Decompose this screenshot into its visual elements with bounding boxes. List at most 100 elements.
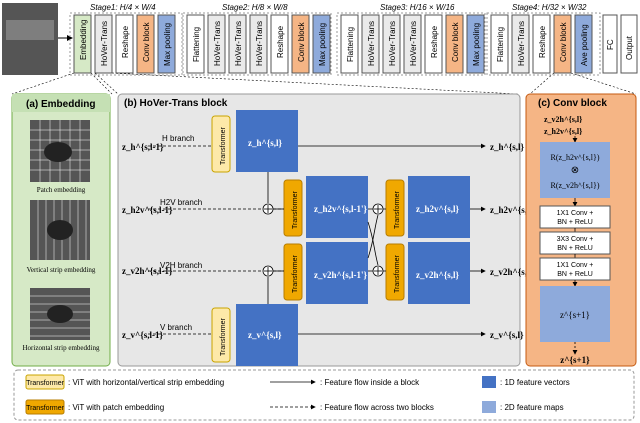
transformer-v2h <box>283 243 303 301</box>
horizontal-strip-image <box>30 288 90 340</box>
maxpool-label: Max pooling <box>318 23 327 66</box>
transformer-h2v-label: Transformer <box>292 190 299 229</box>
conv-panel-title: (c) Conv block <box>538 98 607 109</box>
legend-light-swatch <box>482 401 496 413</box>
conv-layer-label: BN + ReLU <box>557 219 593 226</box>
branch-v: V branch <box>160 323 192 332</box>
patch-embedding-image <box>30 120 90 182</box>
legend-dark-desc: : 1D feature vectors <box>500 378 570 387</box>
feature-z-v2h-label: z_v2h^{s,l} <box>416 270 460 280</box>
conv-r-bottom: R(z_v2h^{s,l}) <box>551 181 600 190</box>
reshape-label: Reshape <box>430 25 439 58</box>
stage2-label: Stage2: H/8 × W/8 <box>222 3 288 12</box>
stage2-blocks: Flattening HoVer-Trans HoVer-Trans HoVer… <box>186 14 331 74</box>
feature-z-h2v-label: z_h2v^{s,l} <box>416 204 460 214</box>
hovertrans-block-label: HoVer-Trans <box>100 21 109 66</box>
embedding-block-label: Embedding <box>79 20 88 60</box>
conv-label: Conv block <box>559 21 568 62</box>
fc-label: FC <box>606 39 615 50</box>
hovertrans-label: HoVer-Trans <box>388 21 397 66</box>
fc-block <box>602 14 618 74</box>
maxpool-block-label: Max pooling <box>163 23 172 66</box>
conv-layer-label: 1X1 Conv + <box>557 262 594 269</box>
embedding-block <box>73 14 92 74</box>
transformer-h-label: Transformer <box>220 126 227 165</box>
stage1-box <box>69 12 183 76</box>
feature-z-v2h-mid-label: z_v2h^{s,l-1'} <box>314 270 368 280</box>
output-z-h: z_h^{s,l} <box>490 142 525 152</box>
stage4-blocks: Flattening HoVer-Trans Reshape Conv bloc… <box>490 14 593 74</box>
legend-dark-swatch <box>482 376 496 388</box>
legend-transformer-strip-desc: : ViT with horizontal/vertical strip emb… <box>68 378 224 387</box>
maxpool-label: Max pooling <box>472 23 481 66</box>
output-z-h2v: z_h2v^{s,l} <box>490 205 534 215</box>
legend-box <box>13 369 635 421</box>
avepool-label: Ave pooling <box>580 24 589 66</box>
reshape-block <box>115 14 134 74</box>
transformer-h2v-2-label: Transformer <box>394 190 401 229</box>
stage4-label: Stage4: H/32 × W/32 <box>512 3 587 12</box>
flattening-label: Flattening <box>192 27 201 62</box>
conv-block-label: Conv block <box>142 21 151 62</box>
transformer-h <box>211 115 231 173</box>
branch-v2h: V2H branch <box>160 261 202 270</box>
transformer-v <box>211 307 231 363</box>
transformer-v-label: Transformer <box>220 317 227 356</box>
input-z-v2h: z_v2h^{s,l-1} <box>122 266 173 276</box>
branch-h: H branch <box>162 134 194 143</box>
transformer-h2v <box>283 179 303 237</box>
conv-label: Conv block <box>451 21 460 62</box>
stage1-label: Stage1: H/4 × W/4 <box>90 3 156 12</box>
conv-block <box>136 14 155 74</box>
hovertrans-label: HoVer-Trans <box>255 21 264 66</box>
transformer-v2h-2-label: Transformer <box>394 254 401 293</box>
branch-h2v: H2V branch <box>160 198 202 207</box>
stage3-blocks: Flattening HoVer-Trans HoVer-Trans HoVer… <box>340 14 485 74</box>
maxpool-block <box>157 14 176 74</box>
feature-z-v2h <box>408 242 470 304</box>
conv-r-top: R(z_h2v^{s,l}) <box>551 153 600 162</box>
hovertrans-label: HoVer-Trans <box>213 21 222 66</box>
feature-z-v <box>236 304 298 366</box>
hovertrans-panel-title: (b) HoVer-Trans block <box>124 98 228 109</box>
feature-z-h2v-mid-label: z_h2v^{s,l-1'} <box>314 204 368 214</box>
conv-input-v2h: z_v2h^{s,l} <box>544 115 582 124</box>
reshape-label: Reshape <box>276 25 285 58</box>
vertical-strip-caption: Vertical strip embedding <box>27 266 96 274</box>
hovertrans-label: HoVer-Trans <box>234 21 243 66</box>
transformer-v2h-label: Transformer <box>292 254 299 293</box>
feature-z-v-label: z_v^{s,l} <box>248 330 282 340</box>
vertical-strip-image <box>30 200 90 260</box>
conv-layer-label: 3X3 Conv + <box>557 236 594 243</box>
legend-transformer-patch-desc: : ViT with patch embedding <box>68 403 164 412</box>
stage4-box <box>486 12 601 76</box>
conv-reshape-feature <box>540 142 610 198</box>
hovertrans-block <box>94 14 113 74</box>
conv-input-h2v: z_h2v^{s,l} <box>544 127 582 136</box>
stage2-box <box>182 12 332 76</box>
feature-z-h <box>236 110 298 172</box>
input-z-h: z_h^{s,l-1} <box>122 142 164 152</box>
hovertrans-label: HoVer-Trans <box>367 21 376 66</box>
legend-dashed-desc: : Feature flow across two blocks <box>320 403 434 412</box>
input-z-h2v: z_h2v^{s,l-1} <box>122 205 173 215</box>
conv-final-label: z^{s+1} <box>560 355 590 365</box>
feature-z-h2v <box>408 176 470 238</box>
hovertrans-label: HoVer-Trans <box>409 21 418 66</box>
conv-otimes: ⊗ <box>571 165 579 176</box>
output-block <box>620 14 638 74</box>
stage3-box <box>336 12 486 76</box>
input-z-v: z_v^{s,l-1} <box>122 330 164 340</box>
legend-transformer-strip <box>25 374 65 390</box>
reshape-block-label: Reshape <box>121 25 130 58</box>
conv-label: Conv block <box>297 21 306 62</box>
patch-embedding-caption: Patch embedding <box>37 186 86 194</box>
feature-z-h2v-mid <box>306 176 368 238</box>
legend-solid-desc: : Feature flow inside a block <box>320 378 420 387</box>
hovertrans-label: HoVer-Trans <box>517 21 526 66</box>
conv-output-feature-label: z^{s+1} <box>560 310 590 320</box>
feature-z-v2h-mid <box>306 242 368 304</box>
conv-layer-label: BN + ReLU <box>557 245 593 252</box>
feature-z-h-label: z_h^{s,l} <box>248 138 283 148</box>
